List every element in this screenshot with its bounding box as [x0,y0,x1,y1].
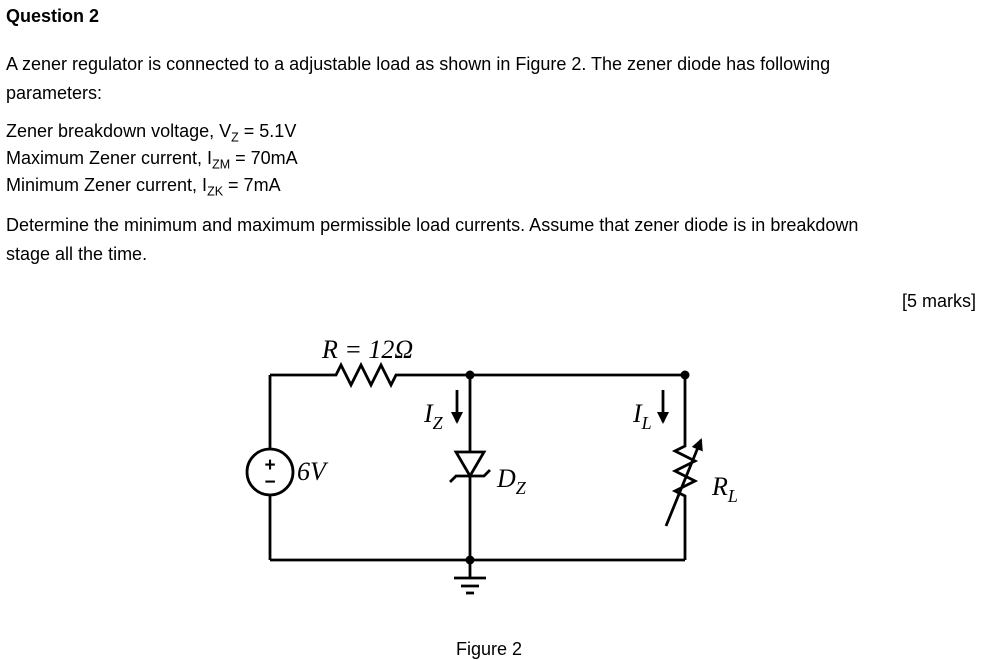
figure-caption: Figure 2 [456,639,522,659]
il-label-main: I [632,399,643,428]
junction-dot-top-middle [465,370,475,380]
param-text: Zener breakdown voltage, V [6,121,232,141]
task-line-2: stage all the time. [6,244,148,264]
param-line-breakdown-voltage: Zener breakdown voltage, VZ = 5.1V [6,118,298,145]
ground-symbol [454,576,486,595]
param-value: = 70mA [230,148,298,168]
param-subscript: ZK [207,184,224,199]
load-wiper-arrow [664,438,703,527]
rl-label-sub: L [727,486,738,506]
intro-line-1: A zener regulator is connected to a adju… [6,54,831,74]
resistor-label: R = 12Ω [321,335,413,364]
question-title: Question 2 [6,6,100,26]
source-voltage-label: 6V [297,457,329,486]
zener-diode-triangle [453,450,487,479]
param-line-min-current: Minimum Zener current, IZK = 7mA [6,172,298,199]
rl-label: RL [711,472,738,506]
dz-label: DZ [496,464,527,498]
param-line-max-current: Maximum Zener current, IZM = 70mA [6,145,298,172]
load-resistor-zigzag [671,442,699,518]
iz-label-main: I [423,399,434,428]
param-subscript: ZM [212,157,231,172]
param-text: Minimum Zener current, I [6,175,208,195]
il-label-sub: L [641,413,652,433]
param-text: Maximum Zener current, I [6,148,213,168]
param-value: = 5.1V [238,121,297,141]
il-label: IL [632,399,652,433]
dz-label-sub: Z [516,478,527,498]
series-resistor-zigzag [330,361,400,389]
param-subscript: Z [231,130,239,145]
marks-label: [5 marks] [901,291,976,311]
circuit-figure: + − R = 12Ω 6V IZ IL DZ RL [245,335,738,659]
iz-label: IZ [423,399,444,433]
junction-dot-bottom-middle [465,555,475,565]
param-value: = 7mA [223,175,281,195]
intro-line-2: parameters: [6,83,103,103]
task-paragraph: Determine the minimum and maximum permis… [6,211,858,269]
dz-label-main: D [496,464,516,493]
plus-sign: + [264,455,275,476]
junction-dot-top-right [680,370,690,380]
parameter-list: Zener breakdown voltage, VZ = 5.1V Maxim… [6,118,298,199]
minus-sign: − [264,472,275,493]
task-line-1: Determine the minimum and maximum permis… [6,215,859,235]
iz-label-sub: Z [433,413,444,433]
intro-paragraph: A zener regulator is connected to a adju… [6,50,830,108]
rl-label-main: R [711,472,728,501]
